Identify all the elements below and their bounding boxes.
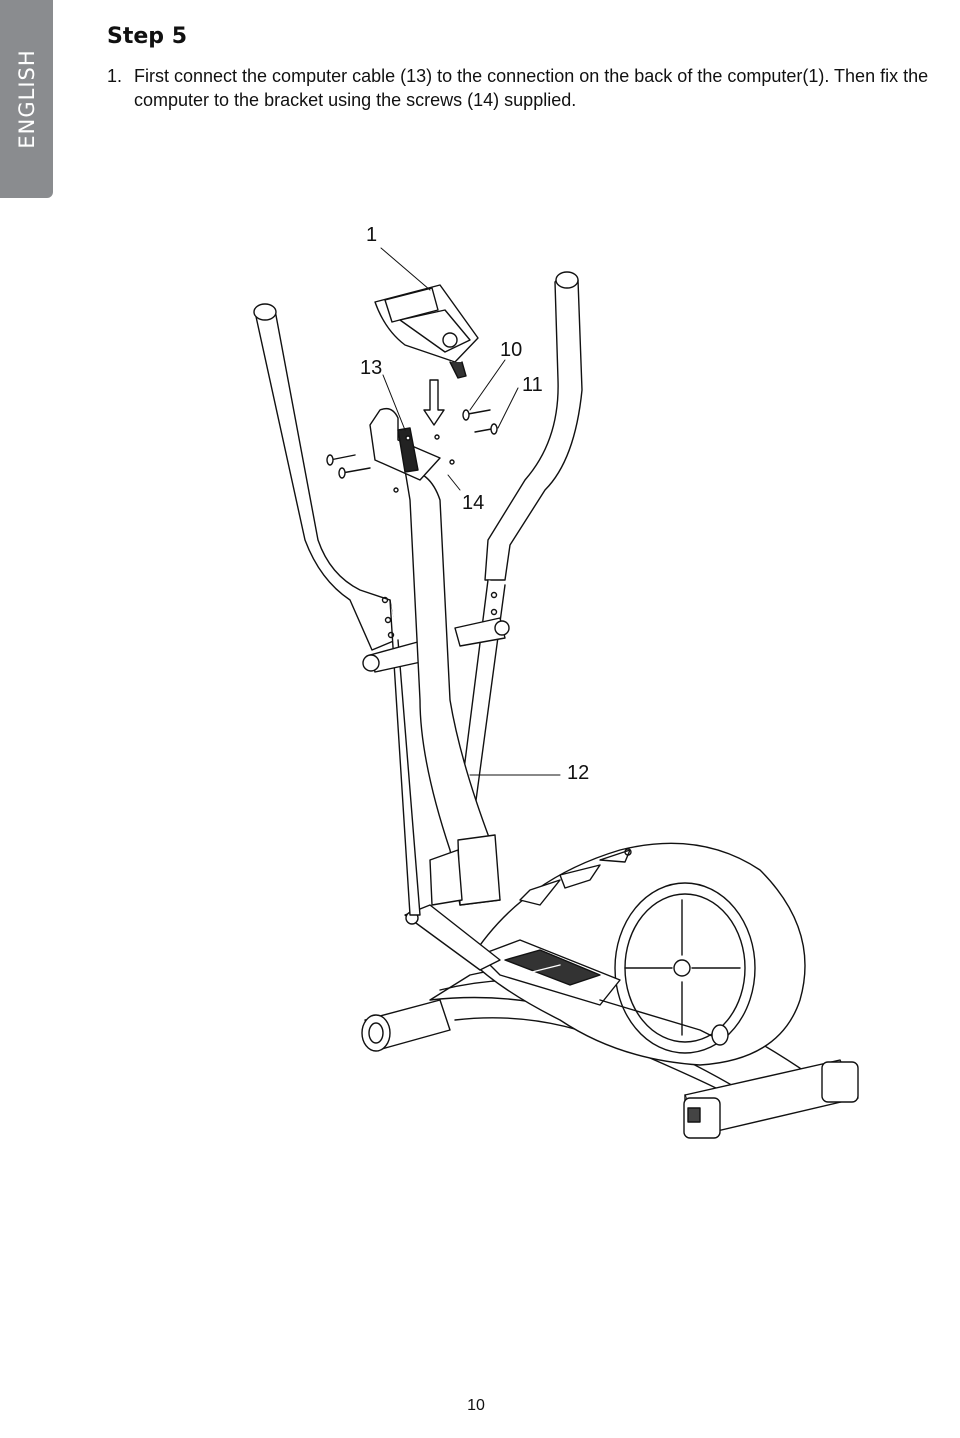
pivot-crossbars (362, 617, 510, 673)
page-number: 10 (467, 1397, 485, 1414)
instruction-number: 1. (107, 66, 123, 86)
insert-arrow (423, 379, 445, 426)
front-stabilizer (683, 1059, 859, 1139)
callout-1: 1 (366, 224, 378, 246)
callout-12: 12 (567, 762, 590, 784)
leader-lines (380, 247, 561, 776)
instruction-text: First connect the computer cable (13) to… (134, 66, 929, 110)
step-title: Step 5 (107, 24, 187, 49)
callout-13: 13 (360, 357, 383, 379)
callout-14: 14 (462, 492, 485, 514)
callout-11: 11 (522, 374, 543, 396)
rear-stabilizer (361, 999, 451, 1052)
computer-console (374, 284, 479, 379)
pedal (479, 939, 729, 1046)
computer-bracket (369, 407, 441, 481)
screws (326, 409, 498, 493)
language-tab: ENGLISH (0, 0, 53, 198)
left-handlebar (253, 303, 421, 916)
flywheel-housing (469, 842, 806, 1066)
instruction-item: 1. First connect the computer cable (13)… (107, 64, 960, 112)
callout-10: 10 (500, 339, 523, 361)
center-mast (404, 469, 501, 906)
